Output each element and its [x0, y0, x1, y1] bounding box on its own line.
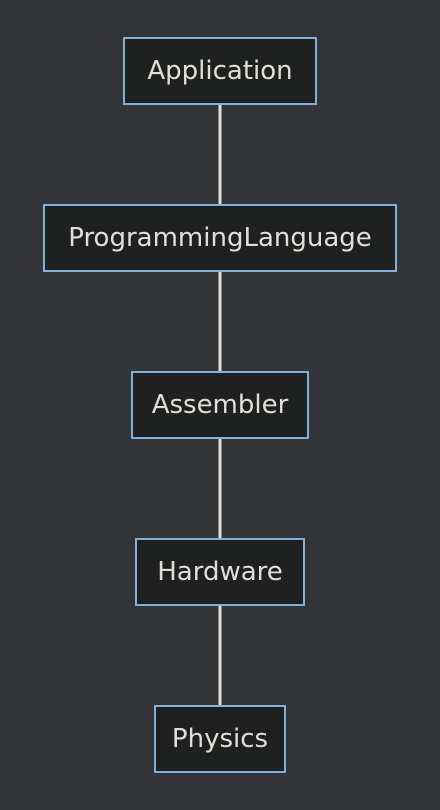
node-label-application: Application: [147, 56, 293, 86]
node-hardware: Hardware: [135, 538, 305, 606]
node-physics: Physics: [154, 705, 286, 773]
node-application: Application: [123, 37, 317, 105]
node-label-assembler: Assembler: [151, 390, 289, 420]
node-label-physics: Physics: [171, 724, 269, 754]
node-label-hardware: Hardware: [157, 557, 283, 587]
node-assembler: Assembler: [131, 371, 309, 439]
node-label-programminglanguage: ProgrammingLanguage: [68, 223, 372, 253]
node-programminglanguage: ProgrammingLanguage: [43, 204, 397, 272]
